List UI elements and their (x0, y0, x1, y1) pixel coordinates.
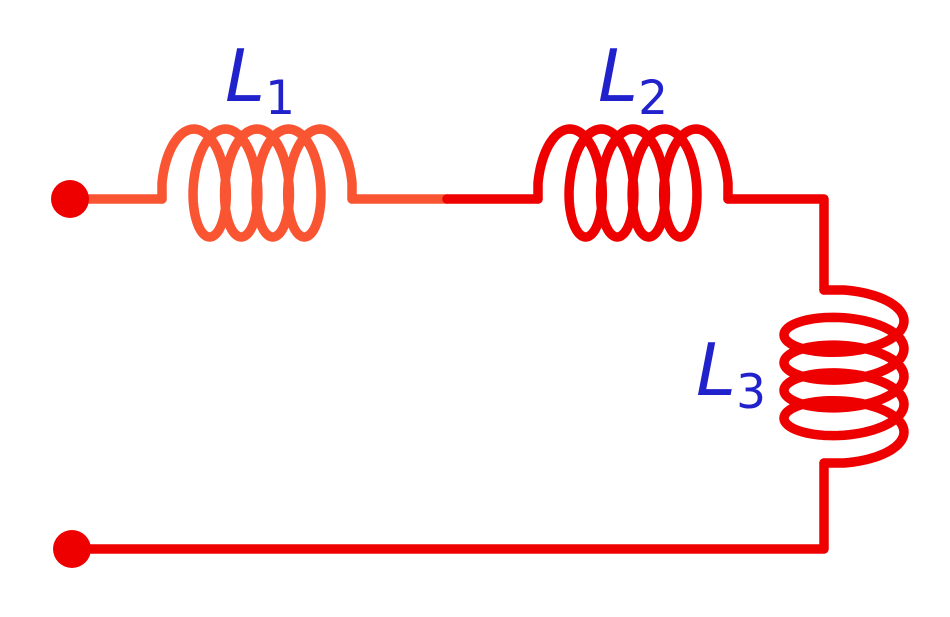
wire-segment-5 (67, 458, 829, 554)
inductor-l1-symbol: L (225, 34, 266, 118)
inductor-l2-coil (533, 124, 733, 242)
inductor-label-l1: L1 (225, 40, 295, 122)
inductor-l1-subscript: 1 (265, 71, 296, 126)
inductor-l2-subscript: 2 (638, 71, 669, 126)
inductor-label-l2: L2 (598, 40, 668, 122)
terminal-dot-2 (53, 530, 91, 568)
inductor-l3-symbol: L (696, 328, 737, 412)
inductor-label-l3: L3 (696, 334, 766, 416)
inductor-l1-coil (157, 124, 357, 242)
inductor-l3-subscript: 3 (736, 365, 767, 420)
terminal-dot-1 (51, 180, 89, 218)
inductor-l2-symbol: L (598, 34, 639, 118)
wire-segment-4 (723, 194, 829, 295)
inductor-l3-coil (779, 285, 909, 468)
